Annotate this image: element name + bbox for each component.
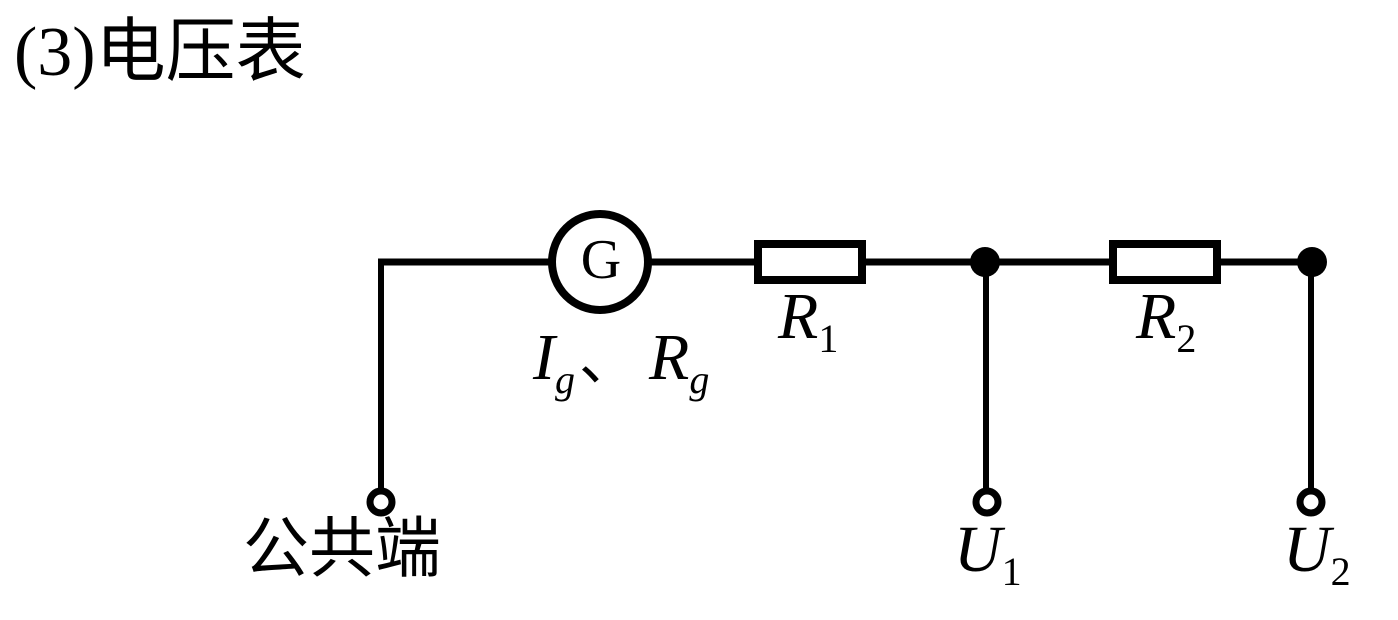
terminal-u1 [972, 487, 1002, 517]
terminal-u2-label: U2 [1283, 517, 1351, 592]
terminal-common [366, 487, 396, 517]
galvanometer-spec-label: Ig、Rg [533, 325, 709, 400]
resistor-r1-subscript: 1 [818, 316, 839, 361]
resistor-r1-symbol [754, 240, 866, 284]
terminal-u2 [1296, 487, 1326, 517]
resistor-r1-label: R1 [778, 284, 838, 359]
u1-symbol-letter: U [954, 513, 1002, 586]
enumeration-comma: 、 [578, 327, 637, 392]
resistor-r2-symbol [1109, 240, 1221, 284]
resistor-r2-label: R2 [1136, 284, 1196, 359]
page-title: (3)电压表 [14, 14, 306, 91]
internal-resistance-subscript: g [689, 357, 710, 402]
resistor-r1-symbol-letter: R [778, 280, 819, 353]
u2-subscript: 2 [1330, 549, 1351, 594]
common-terminal-label: 公共端 [243, 513, 441, 586]
resistor-r2-symbol-letter: R [1136, 280, 1177, 353]
u1-subscript: 1 [1001, 549, 1022, 594]
resistor-r2-subscript: 2 [1176, 316, 1197, 361]
current-symbol: I [533, 321, 555, 394]
galvanometer-circle [548, 210, 652, 314]
terminal-u1-label: U1 [954, 517, 1022, 592]
galvanometer-letter: G [580, 228, 622, 291]
current-symbol-subscript: g [554, 357, 575, 402]
junction-dot-2 [1297, 247, 1327, 277]
internal-resistance-symbol: R [649, 321, 690, 394]
junction-dot-1 [970, 247, 1000, 277]
u2-symbol-letter: U [1283, 513, 1331, 586]
